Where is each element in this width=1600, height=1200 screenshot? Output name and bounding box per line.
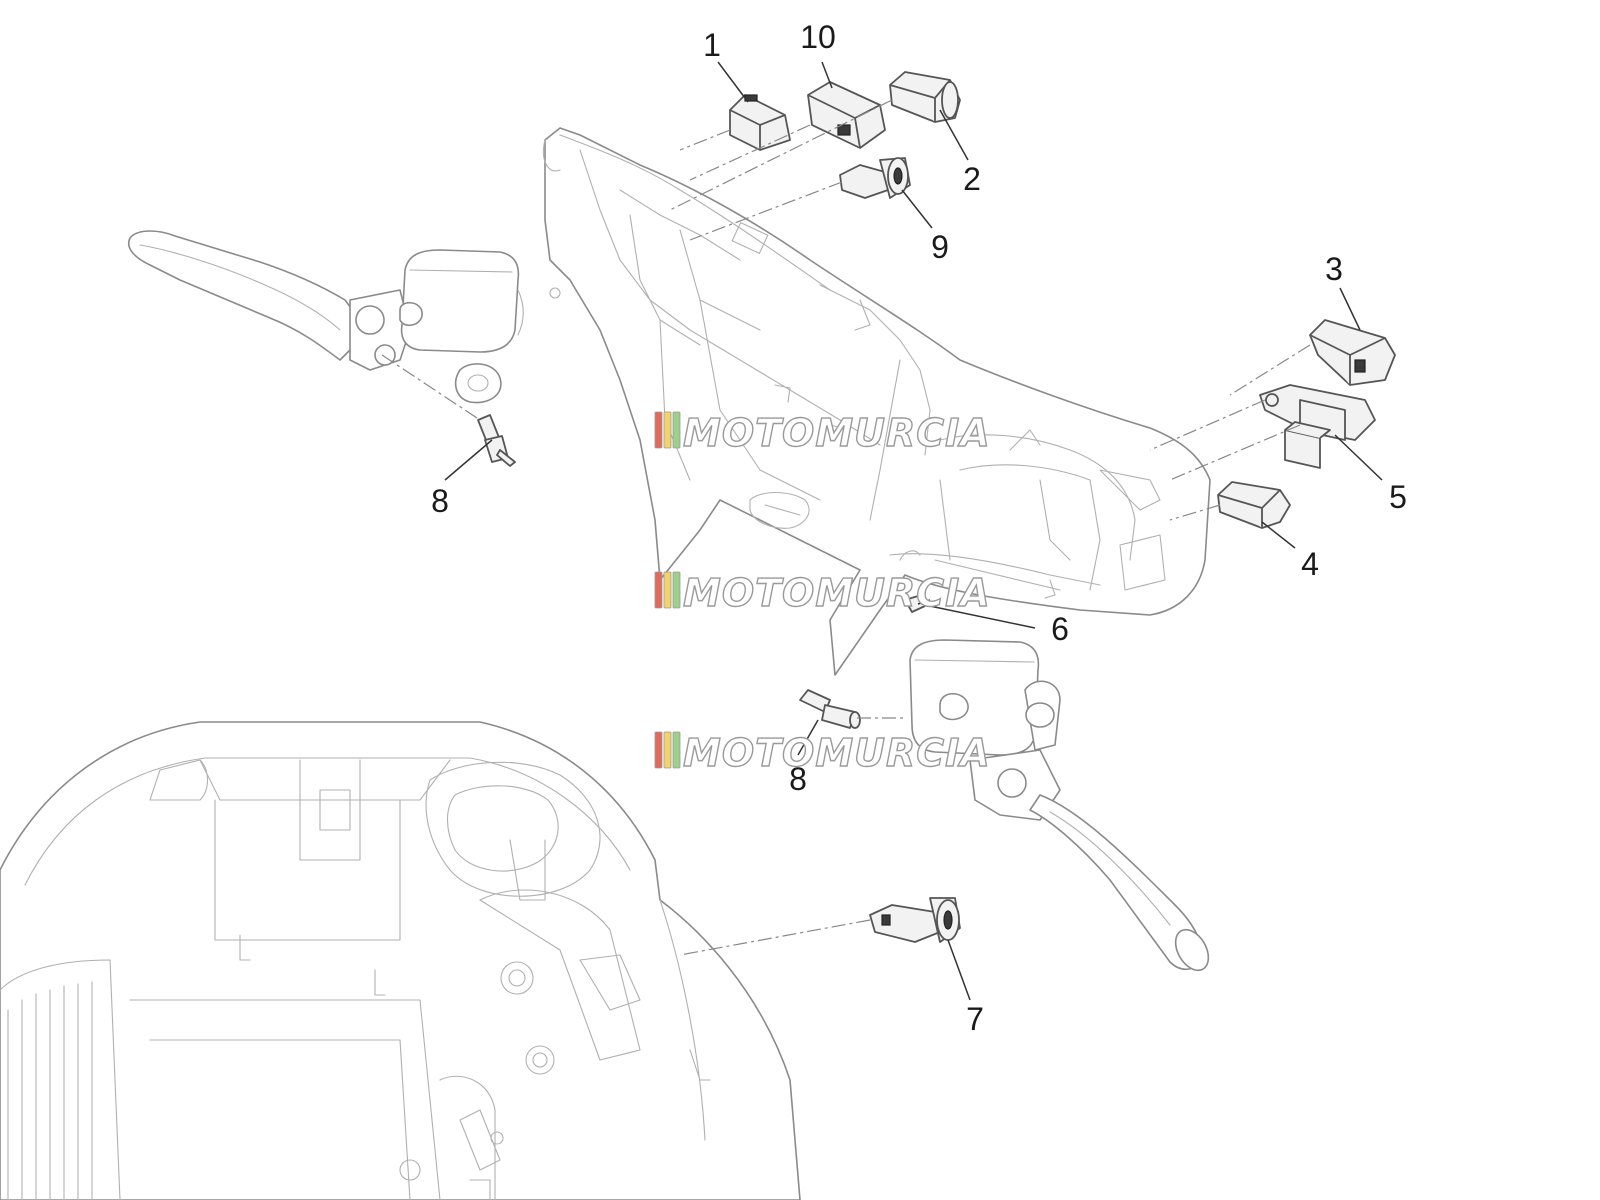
callouts: 1 10 2 9 3 5 4 6 8 8 7 [431, 19, 1407, 1037]
callout-7: 7 [966, 1001, 984, 1037]
part-10-switch [807, 81, 886, 149]
part-9-socket [839, 157, 911, 199]
callout-8-left: 8 [431, 483, 449, 519]
part-7-socket [869, 897, 961, 943]
callout-9: 9 [931, 229, 949, 265]
part-8-sensor-left [477, 414, 516, 467]
right-brake-lever [909, 639, 1210, 972]
callout-2: 2 [963, 161, 981, 197]
watermark-text: MOTOMURCIA [683, 731, 991, 775]
part-2-switch [889, 71, 961, 123]
part-8-sensor-right [799, 689, 861, 729]
watermark-stripe [654, 731, 663, 769]
watermark-stripe [672, 411, 681, 449]
part-3-switch [1309, 319, 1396, 386]
assembly-lines [381, 99, 1311, 956]
part-6-screw [904, 595, 931, 613]
watermark-stripe [672, 731, 681, 769]
watermark-stripe [654, 571, 663, 609]
left-brake-lever [128, 230, 524, 404]
lower-headset-cover [0, 721, 801, 1200]
part-5-switch-block [1259, 384, 1376, 469]
watermark-text: MOTOMURCIA [683, 571, 991, 615]
leader-lines [444, 61, 1383, 1001]
part-4-switch [1217, 481, 1291, 529]
callout-8-right: 8 [789, 761, 807, 797]
part-1-switch [729, 94, 791, 151]
watermark-text: MOTOMURCIA [683, 411, 991, 455]
callout-4: 4 [1301, 546, 1319, 582]
callout-3: 3 [1325, 251, 1343, 287]
watermark-stripe [663, 411, 672, 449]
callout-10: 10 [800, 19, 836, 55]
watermark-1: MOTOMURCIA [654, 410, 991, 456]
watermark-2: MOTOMURCIA [654, 570, 991, 616]
callout-5: 5 [1389, 479, 1407, 515]
watermark-stripe [663, 731, 672, 769]
callout-1: 1 [703, 27, 721, 63]
watermark-stripe [663, 571, 672, 609]
watermark-3: MOTOMURCIA [654, 730, 991, 776]
watermark-stripe [654, 411, 663, 449]
callout-6: 6 [1051, 611, 1069, 647]
watermark-stripe [672, 571, 681, 609]
